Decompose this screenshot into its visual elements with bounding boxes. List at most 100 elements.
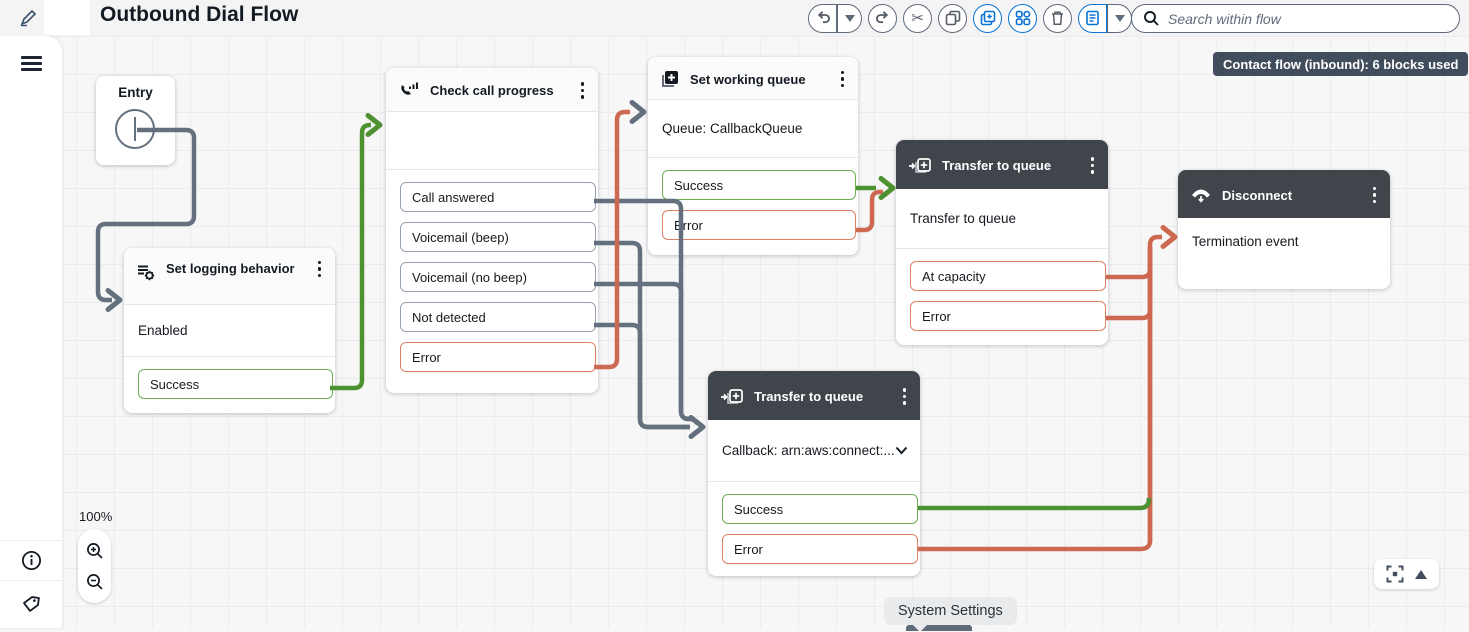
block-detail: Callback: arn:aws:connect:... <box>722 443 895 458</box>
block-set-working-queue[interactable]: Set working queue Queue: CallbackQueue S… <box>648 57 858 255</box>
block-menu-button[interactable] <box>1087 154 1098 176</box>
zoom-out-icon[interactable] <box>86 573 104 591</box>
redo-icon <box>875 11 888 24</box>
block-disconnect[interactable]: Disconnect Termination event <box>1178 170 1390 289</box>
block-detail: Termination event <box>1192 234 1299 249</box>
info-icon <box>21 550 41 571</box>
block-detail: Transfer to queue <box>896 189 1108 249</box>
block-transfer-to-queue-top[interactable]: Transfer to queue Transfer to queue At c… <box>896 140 1108 345</box>
block-detail-empty <box>386 112 598 170</box>
connector-check-error[interactable] <box>594 109 630 370</box>
annotation-menu-button[interactable] <box>1107 3 1132 33</box>
connector-setworking-error[interactable] <box>856 189 883 233</box>
zoom-controls <box>78 529 111 603</box>
block-set-logging-behavior[interactable]: Set logging behavior Enabled Success <box>124 248 335 413</box>
port-error[interactable]: Error <box>400 342 596 372</box>
redo-button[interactable] <box>868 3 897 33</box>
zoom-percent-label: 100% <box>79 509 113 524</box>
info-button[interactable] <box>0 540 62 580</box>
toolbar: ✂ <box>808 3 1132 33</box>
tooltip: System Settings <box>884 597 1017 632</box>
transfer-to-queue-icon <box>909 157 931 173</box>
port-not-detected[interactable]: Not detected <box>400 302 596 332</box>
port-voicemail-beep[interactable]: Voicemail (beep) <box>400 222 596 252</box>
undo-icon <box>817 11 830 24</box>
edit-pencil-icon[interactable] <box>18 8 38 28</box>
cut-icon: ✂ <box>911 9 924 27</box>
entry-port-bar <box>133 117 137 141</box>
left-sidebar <box>0 36 62 628</box>
block-title: Entry <box>118 85 153 100</box>
notes-caret-icon <box>1114 14 1125 22</box>
search-input[interactable] <box>1168 10 1448 27</box>
undo-caret-icon <box>844 14 855 22</box>
port-success[interactable]: Success <box>662 170 856 200</box>
arrowhead-transfer-top-entry <box>878 176 896 200</box>
search-icon <box>1144 11 1159 26</box>
annotation-button[interactable] <box>1078 3 1107 33</box>
arrowhead-setworking-entry <box>629 100 647 124</box>
connector-transfer-bottom-success[interactable] <box>918 498 1152 511</box>
port-success[interactable]: Success <box>722 494 918 524</box>
block-title: Disconnect <box>1222 187 1293 203</box>
arrowhead-setlogging-entry <box>105 288 123 312</box>
connector-voicemail-nobeep[interactable] <box>594 281 690 422</box>
status-badge: Contact flow (inbound): 6 blocks used <box>1213 52 1469 76</box>
port-call-answered[interactable]: Call answered <box>400 182 596 212</box>
notes-icon <box>1086 10 1099 26</box>
undo-menu-button[interactable] <box>837 3 862 33</box>
hamburger-menu-icon[interactable] <box>21 56 42 75</box>
undo-button[interactable] <box>808 3 837 33</box>
delete-button[interactable] <box>1043 3 1072 33</box>
copy-button[interactable] <box>938 3 967 33</box>
arrowhead-check-entry <box>365 113 383 137</box>
connector-success-to-check[interactable] <box>330 122 371 391</box>
expand-minimap-icon[interactable] <box>1415 569 1428 579</box>
disconnect-icon <box>1192 189 1210 203</box>
cut-button[interactable]: ✂ <box>903 3 932 33</box>
title-edit-field[interactable] <box>44 0 90 35</box>
block-detail: Enabled <box>124 305 335 357</box>
block-menu-button[interactable] <box>1369 184 1380 206</box>
page-title: Outbound Dial Flow <box>100 3 299 26</box>
port-voicemail-no-beep[interactable]: Voicemail (no beep) <box>400 262 596 292</box>
copy-icon <box>945 10 960 26</box>
paste-button[interactable] <box>973 3 1002 33</box>
minimap-controls <box>1374 559 1439 589</box>
port-error[interactable]: Error <box>662 210 856 240</box>
block-menu-button[interactable] <box>899 385 910 407</box>
paste-plus-icon <box>980 10 995 26</box>
port-error[interactable]: Error <box>722 534 918 564</box>
arrange-blocks-button[interactable] <box>1008 3 1037 33</box>
trash-icon <box>1052 11 1063 25</box>
connector-not-detected[interactable] <box>594 322 690 430</box>
block-menu-button[interactable] <box>837 68 848 90</box>
connector-entry-to-setlogging[interactable] <box>95 127 197 303</box>
transfer-to-queue-icon <box>721 388 743 404</box>
block-menu-button[interactable] <box>577 79 588 101</box>
check-call-progress-icon <box>401 82 418 95</box>
block-title: Set logging behavior <box>166 261 295 276</box>
block-title: Check call progress <box>430 83 554 98</box>
tags-button[interactable] <box>0 580 62 628</box>
block-entry[interactable]: Entry <box>96 76 175 165</box>
set-logging-icon <box>138 265 155 281</box>
connector-trunk-to-disconnect[interactable] <box>1147 234 1162 543</box>
arrowhead-disconnect-entry <box>1160 225 1178 249</box>
fit-screen-icon[interactable] <box>1386 565 1404 583</box>
flow-search[interactable] <box>1131 4 1460 33</box>
block-detail: Queue: CallbackQueue <box>648 100 858 158</box>
block-title: Transfer to queue <box>942 158 1052 173</box>
block-menu-button[interactable] <box>314 258 325 280</box>
block-check-call-progress[interactable]: Check call progress Call answered Voicem… <box>386 68 598 393</box>
port-success[interactable]: Success <box>138 369 333 399</box>
zoom-in-icon[interactable] <box>86 542 104 560</box>
port-at-capacity[interactable]: At capacity <box>910 261 1106 291</box>
block-title: Set working queue <box>690 71 806 87</box>
port-error[interactable]: Error <box>910 301 1106 331</box>
set-working-queue-icon <box>662 71 678 87</box>
chevron-down-icon[interactable] <box>895 446 908 455</box>
block-transfer-to-queue-bottom[interactable]: Transfer to queue Callback: arn:aws:conn… <box>708 371 920 576</box>
tag-icon <box>22 596 40 612</box>
